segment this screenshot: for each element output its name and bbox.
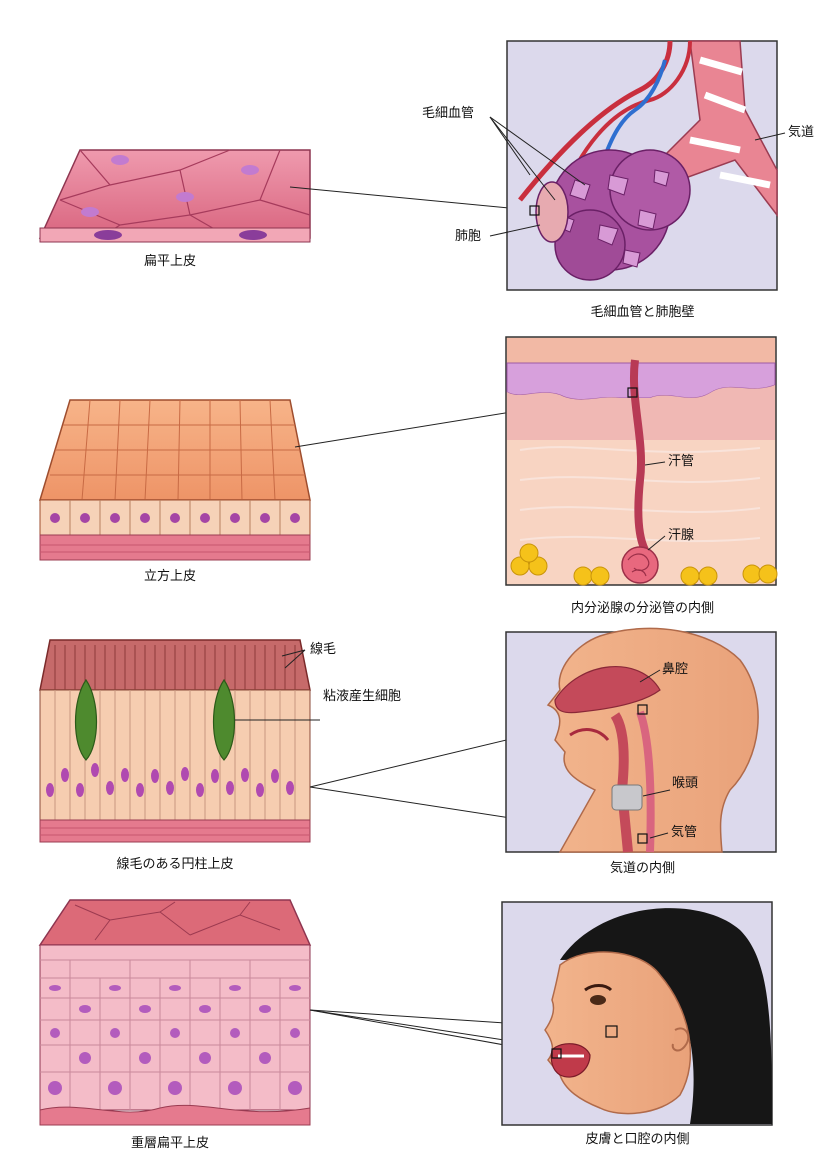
caption-stratified-squamous: 重層扁平上皮 — [130, 1136, 209, 1151]
sweat-gland-illustration — [505, 336, 778, 586]
label-sweat-duct: 汗管 — [668, 454, 695, 469]
label-alveolus: 肺胞 — [455, 229, 482, 244]
label-capillary: 毛細血管 — [422, 106, 475, 121]
caption-capillary-alveolar-wall: 毛細血管と肺胞壁 — [590, 305, 695, 320]
ciliated-columnar-epithelium-illustration — [39, 639, 311, 843]
caption-airway-lining: 気道の内側 — [609, 861, 675, 876]
alveoli-illustration — [506, 40, 778, 291]
leader-line — [289, 186, 531, 211]
squamous-epithelium-illustration — [38, 149, 311, 243]
airway-head-illustration — [505, 627, 777, 853]
label-sweat-gland: 汗腺 — [668, 528, 695, 543]
label-mucus-producing-cell: 粘液産生細胞 — [323, 689, 402, 704]
label-larynx: 喉頭 — [672, 776, 699, 791]
caption-skin-mouth-lining: 皮膚と口腔の内側 — [585, 1132, 690, 1147]
label-airway: 気道 — [788, 125, 815, 140]
face-illustration — [501, 901, 773, 1126]
caption-gland-duct-lining: 内分泌腺の分泌管の内側 — [570, 601, 714, 616]
caption-squamous: 扁平上皮 — [143, 254, 196, 269]
label-trachea: 気管 — [671, 825, 698, 840]
label-cilia: 線毛 — [310, 642, 337, 657]
label-nasal-cavity: 鼻腔 — [662, 662, 689, 677]
cuboidal-epithelium-illustration — [38, 399, 311, 561]
caption-cuboidal: 立方上皮 — [143, 569, 196, 584]
stratified-squamous-epithelium-illustration — [38, 899, 312, 1126]
caption-ciliated-columnar: 線毛のある円柱上皮 — [116, 857, 234, 872]
